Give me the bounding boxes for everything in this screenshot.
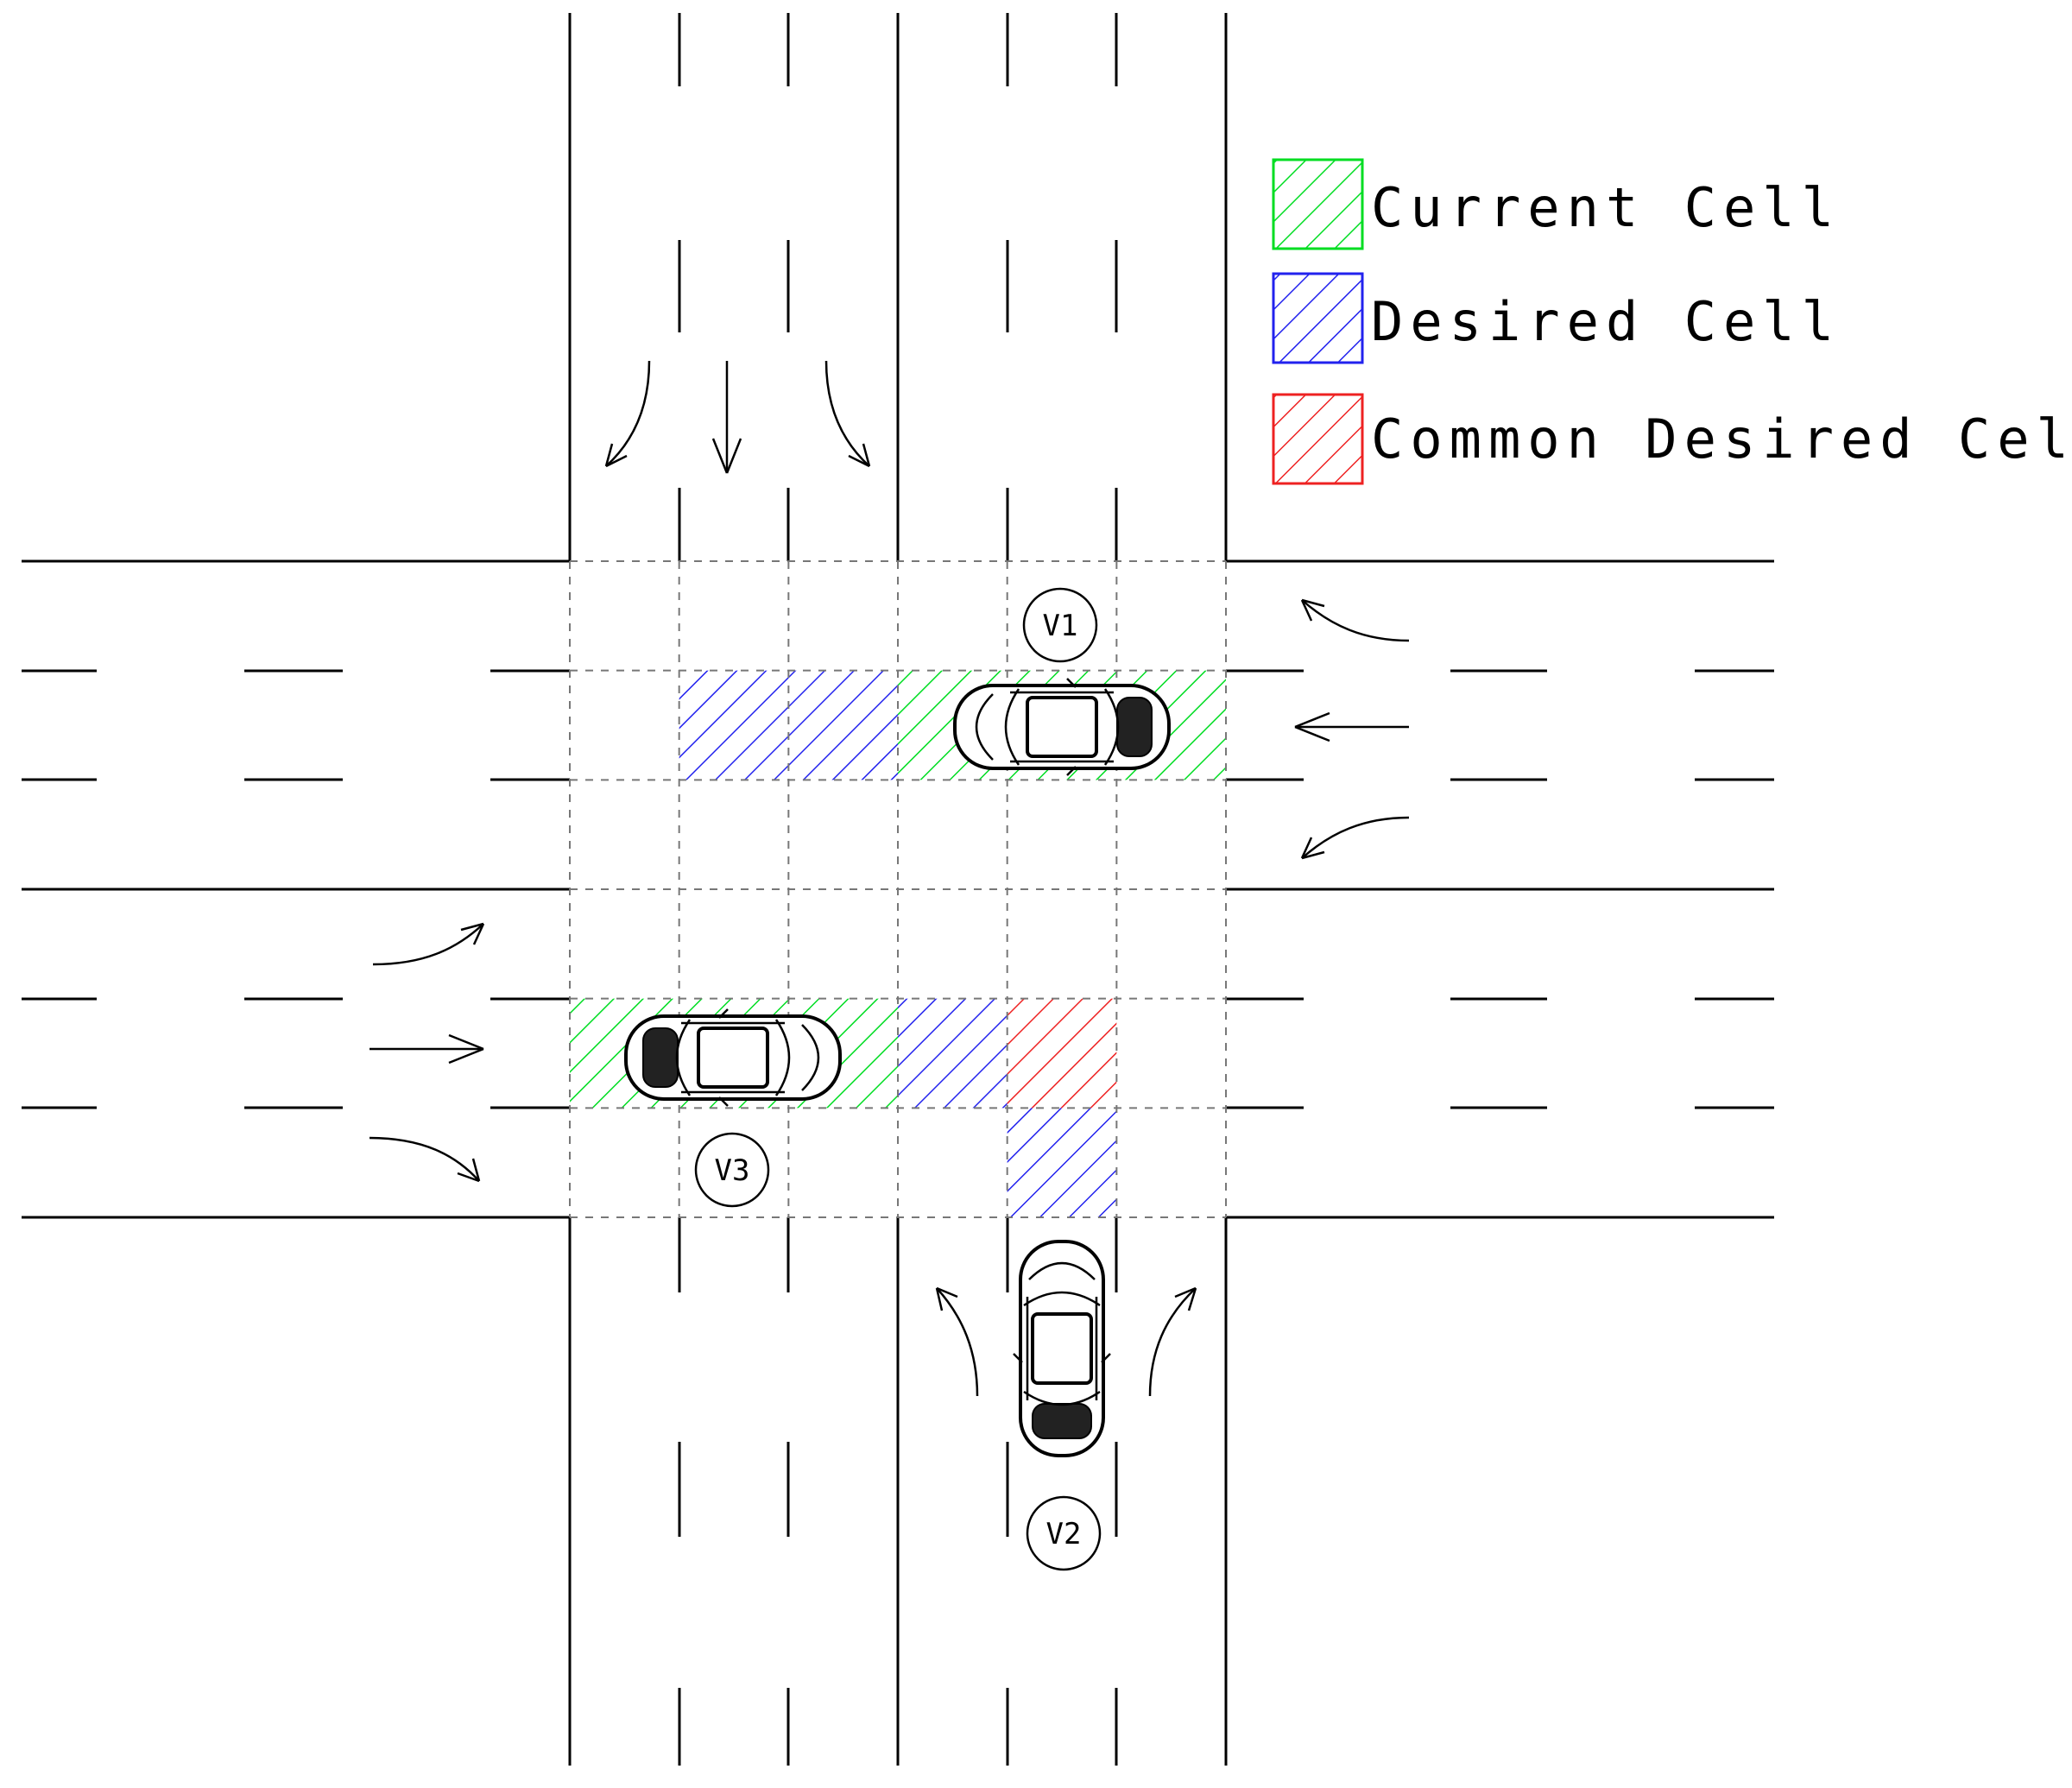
legend-swatch-desired (1272, 272, 1364, 364)
legend-swatch-common (1272, 393, 1364, 485)
legend-label-desired: Desired Cell (1371, 290, 1841, 353)
common-cell (1007, 998, 1117, 1109)
desired-cell (898, 998, 1008, 1109)
turn-arrow-icon (372, 922, 485, 966)
turn-arrow-icon (369, 1136, 481, 1183)
intersection-grid (569, 560, 1228, 1219)
legend: Current Cell Desired Cell Common Desired… (1272, 158, 2072, 485)
turn-arrow-icon (1300, 816, 1410, 860)
turn-arrow-icon (935, 1286, 979, 1397)
turn-arrow-icon (604, 360, 651, 468)
vehicle-label-text: V1 (1043, 609, 1078, 643)
legend-label-common: Common Desired Cell (1371, 408, 2072, 471)
legend-swatch-current (1272, 158, 1364, 250)
vehicle-label-v2: V2 (1026, 1495, 1102, 1571)
turn-arrow-icon (1148, 1286, 1197, 1397)
vehicle-label-v1: V1 (1022, 587, 1098, 663)
legend-item-current: Current Cell (1272, 158, 1841, 250)
lane-markings (22, 13, 1774, 1766)
desired-cell (1007, 1108, 1117, 1218)
vehicle-label-text: V2 (1046, 1517, 1082, 1551)
vehicle-v3 (624, 1008, 842, 1107)
car-icon (624, 1008, 842, 1107)
direction-arrows (369, 360, 1410, 1397)
straight-arrow-icon (711, 361, 742, 474)
legend-label-current: Current Cell (1371, 176, 1841, 239)
vehicles (624, 678, 1171, 1457)
legend-item-common: Common Desired Cell (1272, 393, 2072, 485)
straight-arrow-icon (370, 1033, 484, 1065)
turn-arrow-icon (1300, 598, 1410, 642)
car-icon (1013, 1240, 1111, 1457)
desired-cell (788, 670, 899, 780)
road-edges (22, 13, 1774, 1766)
vehicle-labels: V1 V2 V3 (694, 587, 1102, 1571)
desired-cell (679, 670, 789, 780)
vehicle-v1 (953, 678, 1171, 776)
legend-item-desired: Desired Cell (1272, 272, 1841, 364)
car-icon (953, 678, 1171, 776)
turn-arrow-icon (824, 360, 871, 468)
straight-arrow-icon (1294, 711, 1409, 742)
vehicle-v2 (1013, 1240, 1111, 1457)
vehicle-label-text: V3 (715, 1153, 750, 1188)
vehicle-label-v3: V3 (694, 1132, 770, 1208)
